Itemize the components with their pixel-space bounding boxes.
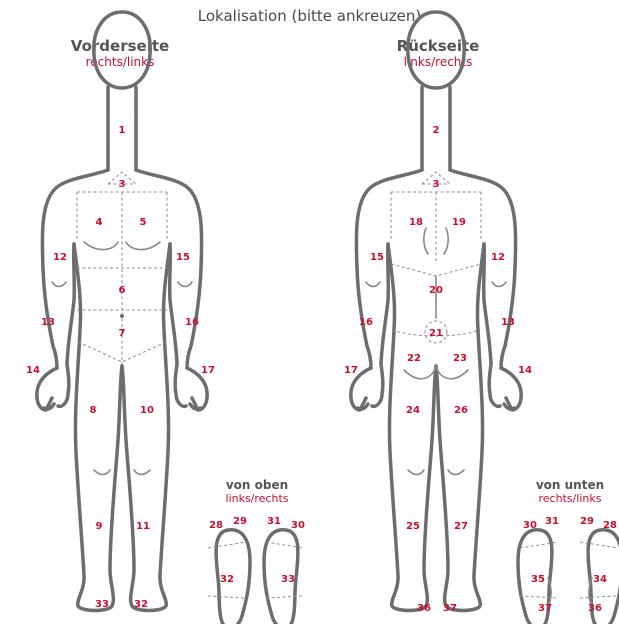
- region-label-back-20: 20: [429, 285, 443, 296]
- region-label-back-23: 23: [453, 353, 467, 364]
- region-label-front-33: 33: [95, 599, 109, 610]
- region-label-feet-bottom-36: 36: [588, 603, 602, 614]
- region-label-back-26: 26: [454, 405, 468, 416]
- region-label-front-14: 14: [26, 365, 40, 376]
- region-label-front-4: 4: [96, 217, 103, 228]
- region-label-front-10: 10: [140, 405, 154, 416]
- region-label-feet-bottom-28: 28: [603, 520, 617, 531]
- region-label-back-36: 36: [417, 603, 431, 614]
- region-label-back-18: 18: [409, 217, 423, 228]
- region-label-feet-bottom-37: 37: [538, 603, 552, 614]
- region-label-front-5: 5: [140, 217, 147, 228]
- region-label-feet-top-28: 28: [209, 520, 223, 531]
- region-label-feet-bottom-35: 35: [531, 574, 545, 585]
- region-label-back-21: 21: [429, 328, 443, 339]
- region-label-back-15: 15: [370, 252, 384, 263]
- region-label-front-12: 12: [53, 252, 67, 263]
- region-label-feet-top-31: 31: [267, 516, 281, 527]
- region-label-feet-top-29: 29: [233, 516, 247, 527]
- region-label-front-1: 1: [119, 125, 126, 136]
- region-label-back-16: 16: [359, 317, 373, 328]
- region-label-front-6: 6: [119, 285, 126, 296]
- region-label-back-2: 2: [433, 125, 440, 136]
- region-label-feet-bottom-29: 29: [580, 516, 594, 527]
- region-label-front-11: 11: [136, 521, 150, 532]
- region-label-back-14: 14: [518, 365, 532, 376]
- region-label-back-37: 37: [443, 603, 457, 614]
- region-label-front-32: 32: [134, 599, 148, 610]
- region-label-back-12: 12: [491, 252, 505, 263]
- region-label-front-8: 8: [90, 405, 97, 416]
- region-label-back-19: 19: [452, 217, 466, 228]
- region-label-back-17: 17: [344, 365, 358, 376]
- region-label-back-25: 25: [406, 521, 420, 532]
- region-label-feet-bottom-31: 31: [545, 516, 559, 527]
- region-label-feet-top-33: 33: [281, 574, 295, 585]
- front-figure: [37, 12, 207, 611]
- region-label-back-24: 24: [406, 405, 420, 416]
- front-body-outline: [37, 12, 207, 611]
- region-label-front-9: 9: [96, 521, 103, 532]
- region-label-feet-top-30: 30: [291, 520, 305, 531]
- region-label-front-16: 16: [185, 317, 199, 328]
- region-label-back-3: 3: [433, 179, 440, 190]
- region-label-front-7: 7: [119, 328, 126, 339]
- region-label-feet-top-32: 32: [220, 574, 234, 585]
- region-label-feet-bottom-34: 34: [593, 574, 607, 585]
- region-label-front-17: 17: [201, 365, 215, 376]
- back-figure: [351, 12, 521, 611]
- region-label-feet-bottom-30: 30: [523, 520, 537, 531]
- region-label-back-13: 13: [501, 317, 515, 328]
- region-label-front-15: 15: [176, 252, 190, 263]
- region-label-back-22: 22: [407, 353, 421, 364]
- region-label-front-13: 13: [41, 317, 55, 328]
- region-label-back-27: 27: [454, 521, 468, 532]
- region-label-front-3: 3: [119, 179, 126, 190]
